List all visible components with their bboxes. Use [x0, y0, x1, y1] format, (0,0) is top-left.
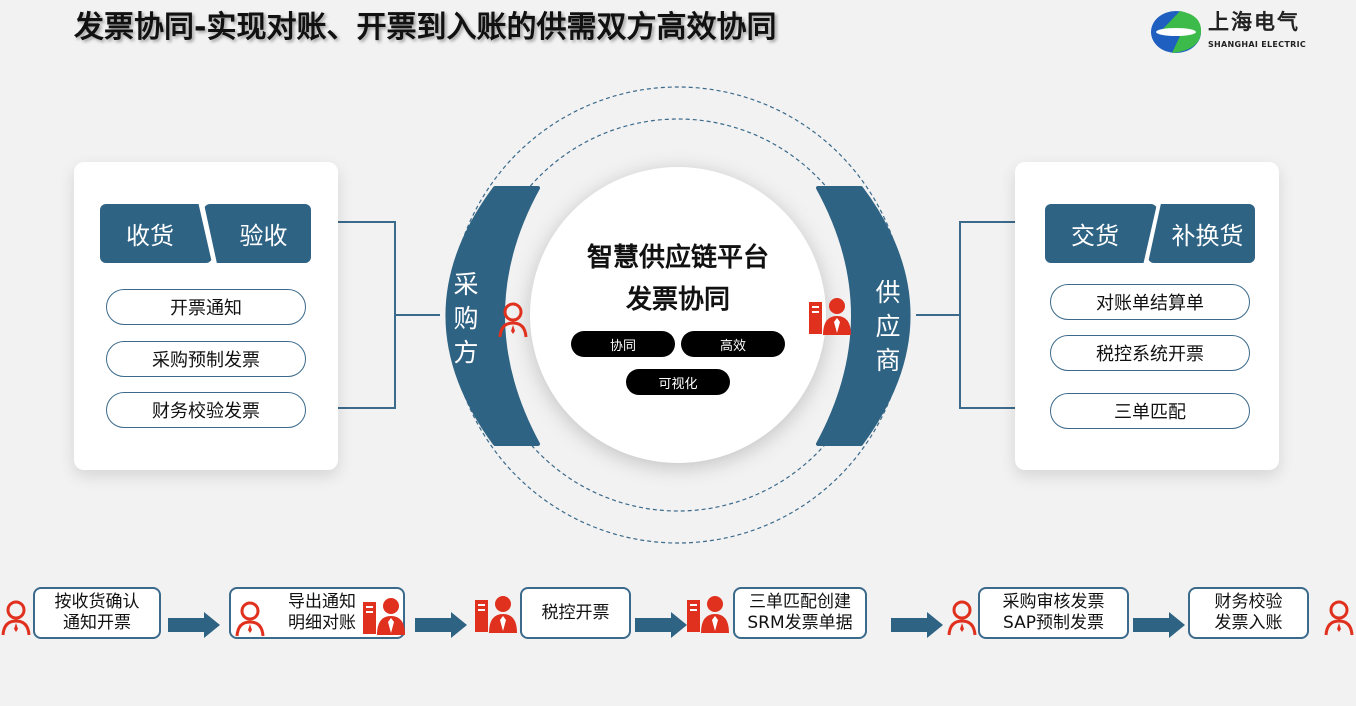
flow-step-text: 财务校验	[1214, 592, 1283, 612]
arrow-right-icon	[168, 612, 220, 638]
flow-step-1: 按收货确认通知开票	[33, 587, 161, 639]
flow-step-text: SRM发票单据	[747, 613, 853, 633]
manager-icon	[362, 596, 406, 636]
platform-title: 智慧供应链平台	[586, 243, 769, 273]
flow-step-text: 税控开票	[541, 602, 610, 623]
manager-icon	[474, 594, 518, 634]
supplier-arc	[816, 186, 911, 446]
page-title: 发票协同-实现对账、开票到入账的供需双方高效协同	[74, 10, 777, 45]
person-icon	[234, 599, 266, 637]
person-icon	[946, 598, 978, 636]
flow-step-text: 采购审核发票	[1002, 592, 1105, 612]
manager-icon	[686, 594, 730, 634]
buyer-card: 收货 验收 开票通知 采购预制发票 财务校验发票	[74, 162, 338, 470]
tab-replace: 补换货	[1148, 204, 1255, 263]
shanghai-electric-logo: 上海电气 SHANGHAI ELECTRIC	[1150, 10, 1340, 58]
person-icon	[0, 598, 32, 636]
tab-inspect: 验收	[204, 204, 311, 263]
right-bracket	[916, 221, 1015, 409]
supplier-item: 税控系统开票	[1050, 335, 1250, 371]
flow-step-text: 明细对账	[288, 613, 356, 633]
arrow-right-icon	[415, 612, 467, 638]
flow-step-3: 税控开票	[520, 587, 631, 639]
arrow-right-icon	[1133, 612, 1185, 638]
supplier-item: 对账单结算单	[1050, 284, 1250, 320]
flow-step-text: 发票入账	[1214, 613, 1283, 633]
flow-step-text: 三单匹配创建	[749, 592, 851, 612]
logo-text-en: SHANGHAI ELECTRIC	[1208, 40, 1307, 49]
arrow-right-icon	[635, 612, 687, 638]
buyer-item: 开票通知	[106, 289, 306, 325]
left-bracket	[338, 221, 440, 409]
flow-step-text: 按收货确认	[54, 592, 140, 612]
supplier-card: 交货 补换货 对账单结算单 税控系统开票 三单匹配	[1015, 162, 1279, 470]
buyer-item: 采购预制发票	[106, 341, 306, 377]
buyer-person-icon	[497, 300, 529, 338]
tag-collaborate: 协同	[571, 331, 675, 357]
logo-mark-icon	[1151, 11, 1202, 53]
tag-efficient: 高效	[681, 331, 785, 357]
flow-step-text: 通知开票	[63, 613, 131, 633]
flow-step-text: SAP预制发票	[1003, 613, 1104, 633]
tab-receive: 收货	[100, 204, 212, 263]
buyer-label: 采购方	[453, 270, 479, 367]
flow-step-text: 导出通知	[288, 592, 356, 612]
supplier-label: 供应商	[875, 278, 901, 375]
person-icon	[1323, 598, 1355, 636]
buyer-item: 财务校验发票	[106, 392, 306, 428]
flow-step-6: 财务校验发票入账	[1188, 587, 1309, 639]
tab-deliver: 交货	[1045, 204, 1157, 263]
buyer-arc	[445, 186, 540, 446]
supplier-item: 三单匹配	[1050, 393, 1250, 429]
arrow-right-icon	[891, 612, 943, 638]
logo-text-cn: 上海电气	[1208, 10, 1300, 34]
center-circle	[530, 167, 826, 463]
platform-subtitle: 发票协同	[625, 285, 730, 315]
tag-visual: 可视化	[626, 369, 730, 395]
